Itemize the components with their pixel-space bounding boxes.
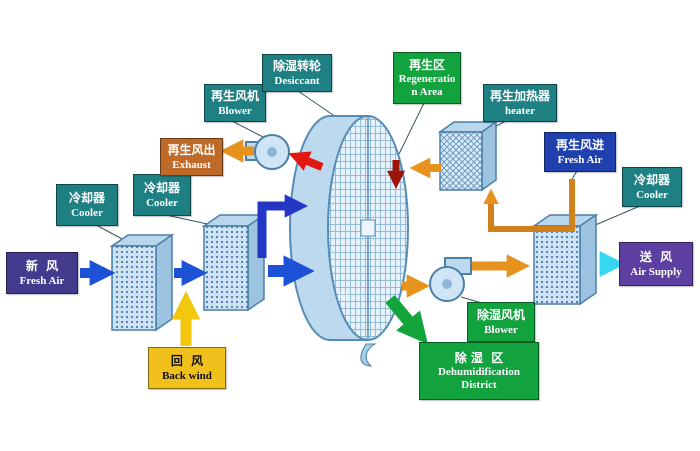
label-regen-fresh-air-en: Fresh Air bbox=[557, 153, 603, 166]
label-regeneration-area-zh: 再生区 bbox=[408, 57, 445, 72]
label-cooler-2: 冷却器 Cooler bbox=[133, 174, 191, 216]
label-back-wind-zh: 回 风 bbox=[170, 354, 204, 369]
label-regen-heater: 再生加热器 heater bbox=[483, 84, 557, 122]
label-regen-blower: 再生风机 Blower bbox=[204, 84, 266, 122]
label-cooler-3: 冷却器 Cooler bbox=[622, 167, 682, 207]
label-desiccant-wheel-zh: 除湿转轮 bbox=[272, 59, 321, 74]
label-air-supply-en: Air Supply bbox=[630, 265, 682, 278]
label-cooler-1-zh: 冷却器 bbox=[68, 191, 105, 206]
label-cooler-2-en: Cooler bbox=[146, 196, 178, 209]
cooler-unit-3 bbox=[531, 213, 599, 306]
watermark-text: xt bbox=[338, 288, 349, 303]
label-fresh-air-inlet: 新 风 Fresh Air bbox=[6, 252, 78, 294]
label-regen-exhaust-en: Exhaust bbox=[172, 158, 211, 171]
hot-exhaust-arrow bbox=[288, 151, 324, 171]
label-regen-blower-zh: 再生风机 bbox=[210, 89, 259, 104]
label-regen-heater-en: heater bbox=[505, 104, 535, 117]
label-regeneration-area: 再生区 Regeneration Area bbox=[393, 52, 461, 104]
wheel-seal-curl bbox=[360, 343, 377, 367]
regen-heater-unit bbox=[437, 120, 499, 192]
wheel-hub bbox=[360, 219, 376, 237]
label-regen-heater-zh: 再生加热器 bbox=[489, 89, 550, 104]
label-back-wind: 回 风 Back wind bbox=[148, 347, 226, 389]
label-dehum-blower: 除湿风机 Blower bbox=[467, 302, 535, 342]
process-air-bypass-arrow bbox=[257, 194, 309, 258]
label-back-wind-en: Back wind bbox=[162, 369, 212, 382]
label-regen-fresh-air: 再生风进 Fresh Air bbox=[544, 132, 616, 172]
label-regen-fresh-air-zh: 再生风进 bbox=[555, 138, 604, 153]
label-fresh-air-inlet-zh: 新 风 bbox=[25, 259, 59, 274]
cooler-unit-2 bbox=[201, 213, 267, 312]
label-cooler-2-zh: 冷却器 bbox=[143, 181, 180, 196]
label-air-supply: 送 风 Air Supply bbox=[619, 242, 693, 286]
label-dehum-district: 除 湿 区 Dehumidification District bbox=[419, 342, 539, 400]
dehum-district-arrow bbox=[385, 295, 429, 345]
label-regeneration-area-en: Regeneration Area bbox=[398, 73, 456, 98]
label-desiccant-wheel: 除湿转轮 Desiccant bbox=[262, 54, 332, 92]
label-dehum-district-en: Dehumidification District bbox=[438, 366, 520, 391]
label-desiccant-wheel-en: Desiccant bbox=[274, 74, 320, 87]
label-cooler-3-zh: 冷却器 bbox=[633, 173, 670, 188]
dehum-fan bbox=[429, 257, 472, 302]
label-fresh-air-inlet-en: Fresh Air bbox=[19, 274, 65, 287]
label-dehum-district-zh: 除 湿 区 bbox=[454, 350, 504, 365]
label-dehum-blower-zh: 除湿风机 bbox=[476, 308, 525, 323]
label-regen-exhaust: 再生风出 Exhaust bbox=[160, 138, 223, 176]
regen-intake-pipe bbox=[483, 179, 575, 232]
label-regen-exhaust-zh: 再生风出 bbox=[167, 143, 216, 158]
desiccant-wheel bbox=[289, 115, 409, 367]
label-dehum-blower-en: Blower bbox=[484, 323, 518, 336]
cooler-unit-1 bbox=[109, 233, 175, 332]
label-cooler-1-en: Cooler bbox=[71, 206, 103, 219]
label-cooler-3-en: Cooler bbox=[636, 188, 668, 201]
label-cooler-1: 冷却器 Cooler bbox=[56, 184, 118, 226]
label-regen-blower-en: Blower bbox=[218, 104, 252, 117]
label-air-supply-zh: 送 风 bbox=[639, 250, 673, 265]
